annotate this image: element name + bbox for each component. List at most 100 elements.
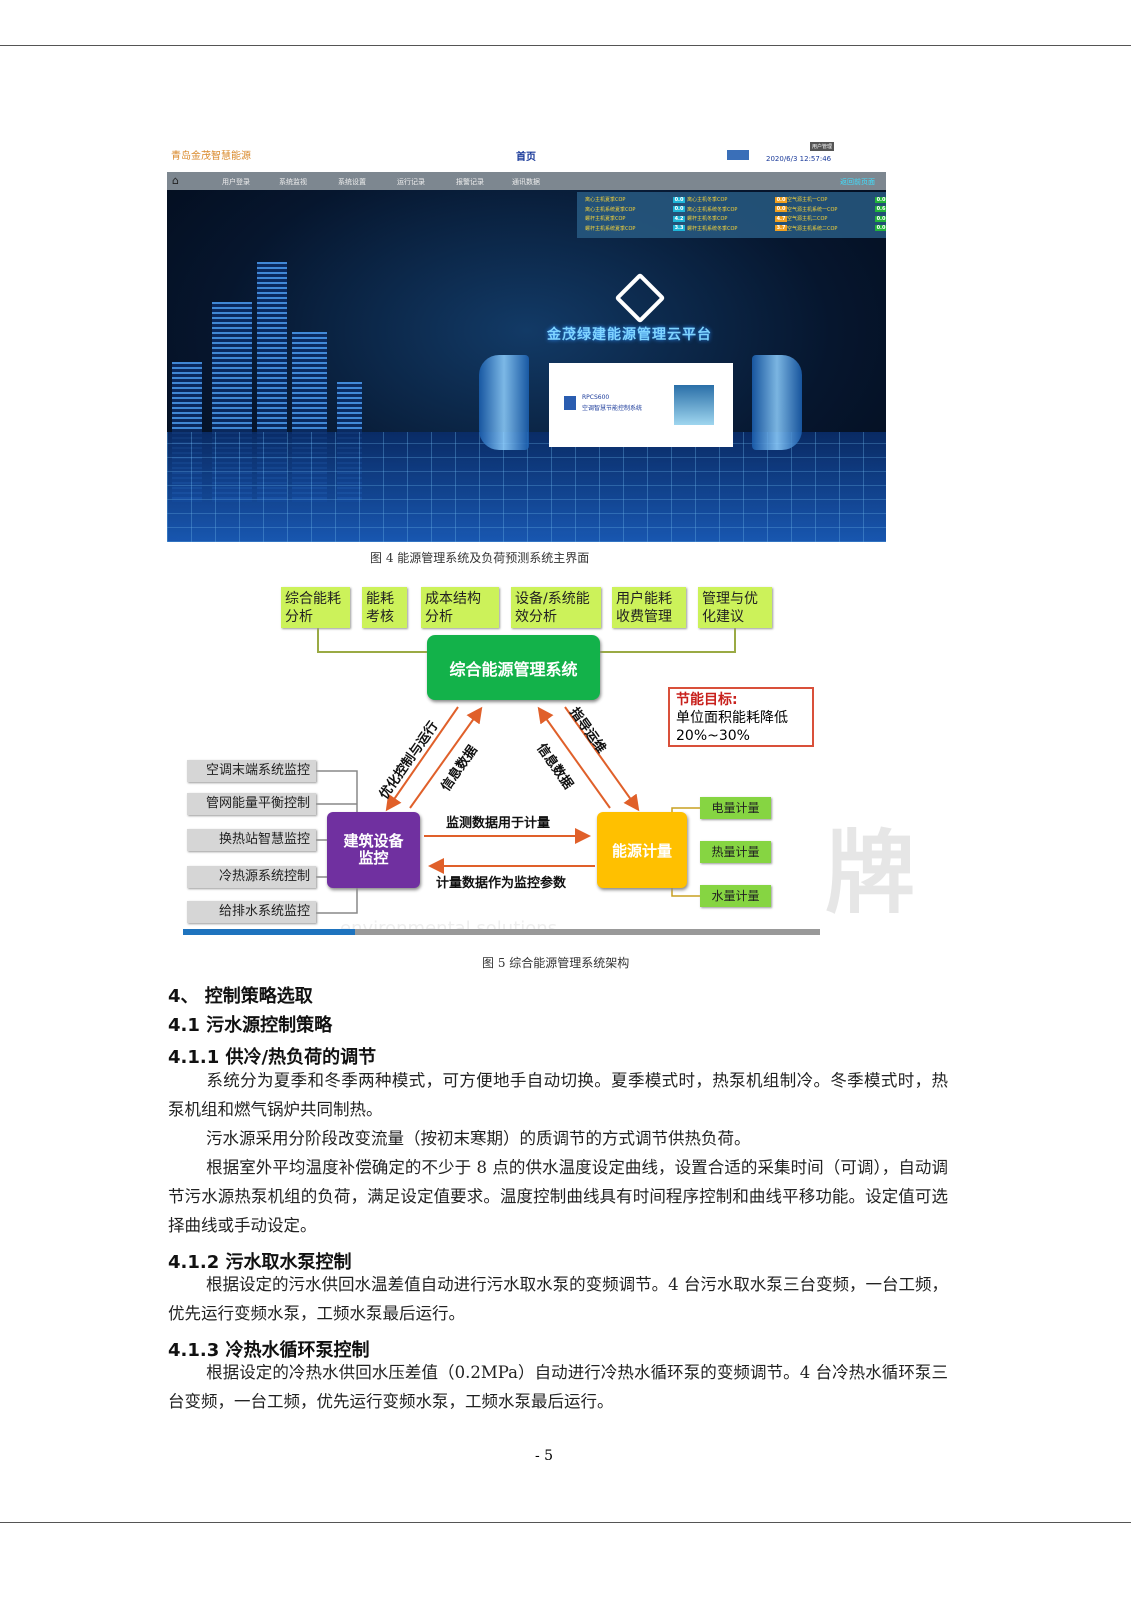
arrow-label: 计量数据作为监控参数 [436, 876, 567, 891]
platform-title: 金茂绿建能源管理云平台 [547, 327, 712, 343]
watermark: 牌 [825, 821, 915, 926]
subsystem-box: 空调末端系统监控 [187, 760, 316, 782]
target-box: 节能目标: 单位面积能耗降低 20%~30% [668, 687, 814, 747]
nav-item[interactable]: 系统设置 [338, 178, 366, 186]
cop-label: 离心主机冬季COP [687, 197, 728, 204]
cop-label: 离心主机系统夏季COP [585, 206, 636, 213]
card-name: 空调智慧节能控制系统 [582, 405, 643, 412]
section-heading: 4.1 污水源控制策略 [168, 1015, 333, 1036]
home-icon[interactable]: ⌂ [172, 174, 179, 187]
screenshot-nav: ⌂ 用户登录 系统监视 系统设置 运行记录 报警记录 通讯数据 返回前页面 [167, 172, 886, 190]
meter-box: 水量计量 [700, 885, 771, 907]
nav-back[interactable]: 返回前页面 [840, 178, 875, 186]
cop-value: 0.0 [775, 196, 787, 203]
meter-box: 电量计量 [700, 797, 771, 819]
page-title: 首页 [516, 152, 536, 163]
cop-label: 空气源主机一COP [787, 197, 828, 204]
paragraph: 根据设定的污水供回水温差值自动进行污水取水泵的变频调节。4 台污水取水泵三台变频… [168, 1275, 948, 1323]
screenshot-header: 青岛金茂智慧能源 首页 用户管理 2020/6/3 12:57:46 [167, 138, 886, 172]
nav-item[interactable]: 系统监视 [279, 178, 307, 186]
subsystem-box: 冷热源系统控制 [187, 866, 316, 888]
target-line: 20%~30% [676, 728, 750, 744]
cop-value: 0.6 [875, 206, 886, 213]
cop-value: 0.0 [875, 196, 886, 203]
cop-row: 离心主机系统夏季COP 0.0 [585, 205, 685, 215]
function-box: 能耗考核 [362, 587, 407, 628]
figure-caption-5: 图 5 综合能源管理系统架构 [482, 956, 630, 970]
paragraph: 根据室外平均温度补偿确定的不少于 8 点的供水温度设定曲线，设置合适的采集时间（… [168, 1158, 948, 1235]
nav-item[interactable]: 运行记录 [397, 178, 425, 186]
cop-label: 空气源主机系统二COP [787, 225, 838, 232]
page-number: - 5 [535, 1448, 554, 1464]
nav-item[interactable]: 通讯数据 [512, 178, 540, 186]
cop-row: 螺杆主机系统夏季COP 3.3 [585, 224, 685, 234]
paragraph: 污水源采用分阶段改变流量（按初末寒期）的质调节的方式调节供热负荷。 [206, 1129, 751, 1148]
cop-label: 空气源主机系统一COP [787, 206, 838, 213]
function-box: 用户能耗收费管理 [612, 587, 686, 628]
cop-row: 螺杆主机冬季COP 4.7 [687, 214, 787, 224]
cop-label: 离心主机系统冬季COP [687, 206, 738, 213]
card-image [674, 385, 714, 425]
arrow-label: 监测数据用于计量 [446, 816, 551, 831]
center-system-box: 综合能源管理系统 [427, 635, 600, 700]
company-logo [727, 150, 749, 160]
section-heading: 4.1.2 污水取水泵控制 [168, 1252, 352, 1273]
cop-value: 3.7 [775, 225, 787, 232]
cop-row: 空气源主机一COP 0.0 [787, 195, 886, 205]
cop-row: 离心主机夏季COP 0.0 [585, 195, 685, 205]
cop-label: 螺杆主机夏季COP [585, 216, 626, 223]
header-rule [0, 45, 1131, 46]
datetime: 2020/6/3 12:57:46 [766, 155, 832, 163]
figure-caption-4: 图 4 能源管理系统及负荷预测系统主界面 [370, 551, 590, 565]
user-manage-button[interactable]: 用户管理 [810, 142, 835, 151]
function-box: 设备/系统能效分析 [511, 587, 601, 628]
cop-value: 0.0 [775, 206, 787, 213]
cop-row: 螺杆主机夏季COP 4.2 [585, 214, 685, 224]
brand-text: 青岛金茂智慧能源 [171, 151, 251, 162]
cop-value: 4.7 [775, 215, 787, 222]
meter-box: 热量计量 [700, 841, 771, 863]
cop-row: 螺杆主机系统冬季COP 3.7 [687, 224, 787, 234]
cop-row: 空气源主机系统二COP 0.0 [787, 224, 886, 234]
cop-row: 空气源主机系统一COP 0.6 [787, 205, 886, 215]
cop-row: 空气源主机二COP 0.0 [787, 214, 886, 224]
cop-value: 0.0 [673, 196, 685, 203]
cop-value: 4.2 [673, 215, 685, 222]
cop-row: 离心主机冬季COP 0.0 [687, 195, 787, 205]
cop-row: 离心主机系统冬季COP 0.0 [687, 205, 787, 215]
cop-label: 螺杆主机系统冬季COP [687, 225, 738, 232]
card-code: RPCS600 [582, 394, 610, 401]
cop-value: 0.0 [673, 206, 685, 213]
subsystem-box: 管网能量平衡控制 [187, 793, 316, 815]
cop-value: 0.0 [875, 215, 886, 222]
cop-label: 空气源主机二COP [787, 216, 828, 223]
system-card[interactable]: RPCS600 空调智慧节能控制系统 [549, 363, 733, 447]
building-label: 监控 [358, 849, 389, 867]
card-logo-icon [564, 396, 576, 410]
grid-floor [167, 432, 886, 542]
section-heading: 4.1.3 冷热水循环泵控制 [168, 1340, 370, 1361]
function-box: 管理与优化建议 [698, 587, 772, 628]
cop-label: 螺杆主机冬季COP [687, 216, 728, 223]
nav-item[interactable]: 用户登录 [222, 178, 250, 186]
subsystem-box: 给排水系统监控 [187, 901, 316, 923]
section-heading: 4.1.1 供冷/热负荷的调节 [168, 1047, 377, 1068]
cop-value: 3.3 [673, 225, 685, 232]
energy-metering-box: 能源计量 [597, 812, 687, 888]
cop-value: 0.0 [875, 225, 886, 232]
section-heading: 4、 控制策略选取 [168, 986, 313, 1007]
nav-item[interactable]: 报警记录 [456, 178, 484, 186]
subsystem-box: 换热站智慧监控 [187, 829, 316, 851]
building-monitor-box: 建筑设备监控 [327, 812, 420, 888]
target-title: 节能目标: [676, 692, 738, 708]
paragraph: 根据设定的冷热水供回水压差值（0.2MPa）自动进行冷热水循环泵的变频调节。4 … [168, 1363, 948, 1411]
footer-rule [0, 1522, 1131, 1523]
cop-label: 螺杆主机系统夏季COP [585, 225, 636, 232]
cop-label: 离心主机夏季COP [585, 197, 626, 204]
figure-energy-platform-screenshot: 青岛金茂智慧能源 首页 用户管理 2020/6/3 12:57:46 ⌂ 用户登… [167, 138, 886, 542]
building-label: 建筑设备 [343, 832, 404, 850]
function-box: 成本结构分析 [421, 587, 499, 628]
